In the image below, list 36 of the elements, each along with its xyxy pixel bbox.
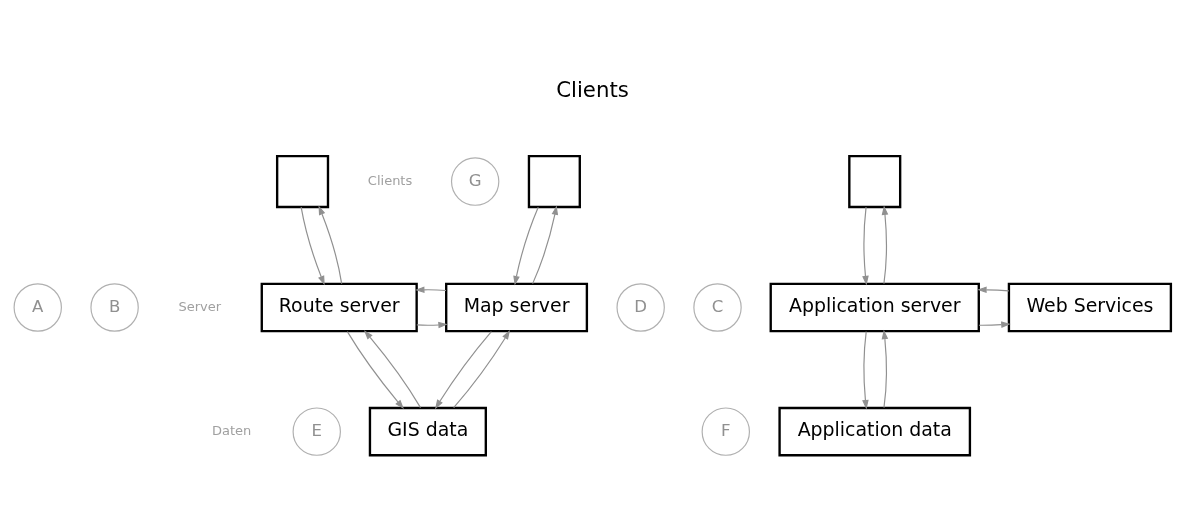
arrow: [300, 206, 325, 285]
arrow: [978, 320, 1011, 328]
node-circle: C: [693, 282, 742, 332]
node-box: Application server: [769, 282, 980, 332]
node-box: GIS data: [368, 406, 487, 456]
node-circle: B: [90, 282, 139, 332]
node-box: Application data: [778, 406, 972, 456]
diagram-title: Clients: [556, 76, 629, 102]
arrow: [415, 285, 447, 293]
arrow: [977, 285, 1010, 293]
arrow: [435, 330, 492, 409]
label: Clients: [367, 172, 413, 188]
arrow: [513, 206, 539, 285]
arrow: [862, 206, 869, 285]
node-box: [527, 154, 581, 208]
label: Server: [178, 298, 222, 314]
arrow: [532, 204, 559, 284]
node-box: [275, 154, 330, 208]
node-circle: D: [616, 282, 665, 332]
node-circle: G: [450, 156, 500, 206]
node-box: Route server: [260, 282, 418, 332]
node-box: [848, 154, 902, 208]
arrow: [346, 330, 404, 409]
arrow: [862, 330, 869, 409]
arrow: [318, 205, 343, 284]
arrow: [416, 321, 448, 328]
node-box: Web Services: [1007, 282, 1173, 332]
node-circle: E: [292, 406, 341, 456]
node-box: Map server: [445, 282, 589, 332]
node-circle: A: [13, 282, 62, 332]
arrow: [363, 329, 422, 408]
arrow: [453, 329, 511, 408]
arrow: [881, 204, 889, 284]
node-circle: F: [701, 406, 751, 456]
arrow: [881, 329, 889, 408]
label: Daten: [211, 422, 252, 438]
